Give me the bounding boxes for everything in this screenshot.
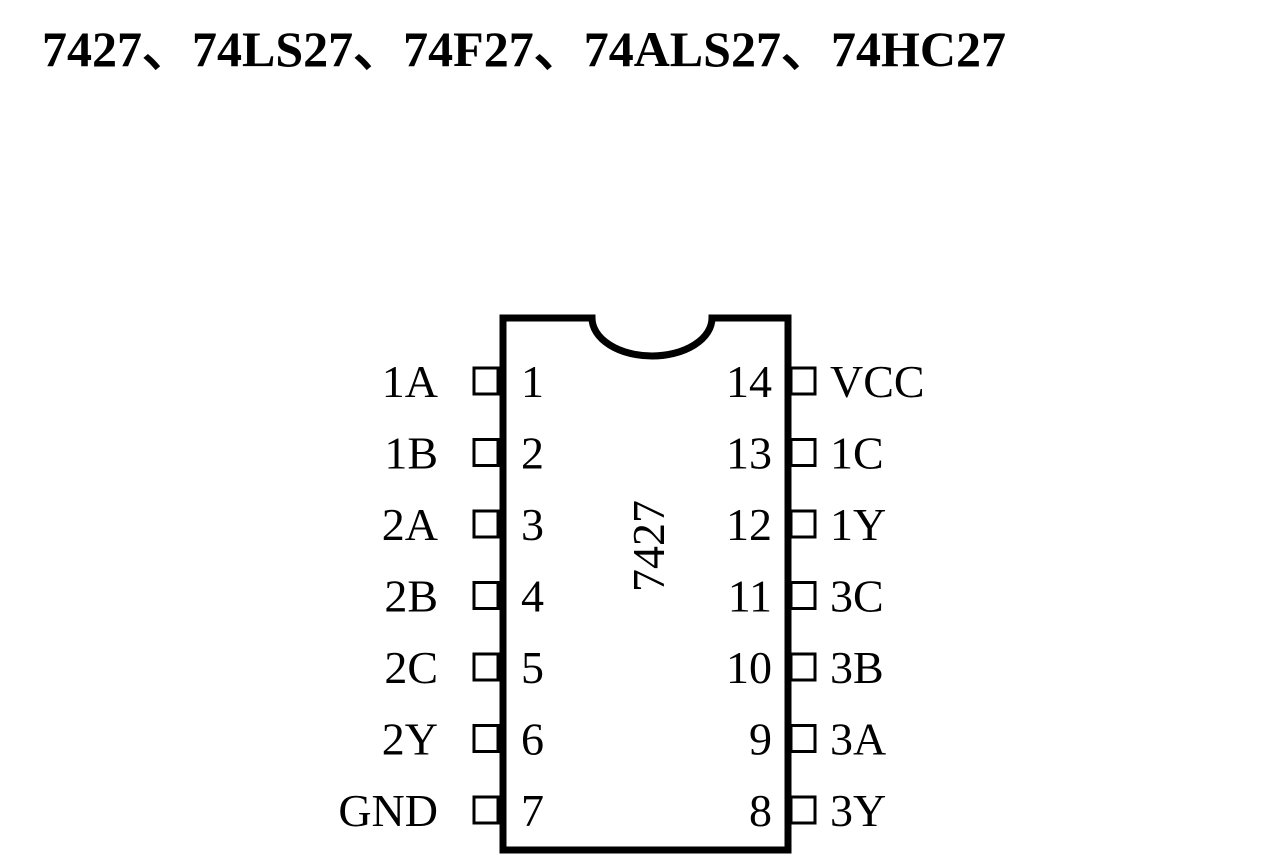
pin-pad xyxy=(472,366,500,396)
ic-package: 7427 xyxy=(499,314,792,854)
pin-row-11: 11 3C xyxy=(728,571,884,622)
pin-pad xyxy=(472,581,500,610)
chip-body xyxy=(499,314,792,854)
pin-number: 13 xyxy=(726,428,772,479)
pin-name: 3B xyxy=(830,642,884,693)
pin-number: 14 xyxy=(726,356,772,407)
pin-name: 1B xyxy=(384,428,438,479)
pin-number: 6 xyxy=(521,714,544,765)
pin-name: 3Y xyxy=(830,785,886,836)
pin-name: 2Y xyxy=(382,714,438,765)
pin-row-10: 10 3B xyxy=(726,642,884,693)
pin-name: GND xyxy=(338,785,438,836)
pin-pad xyxy=(472,795,500,825)
pin-pad xyxy=(789,509,817,539)
pin-number: 11 xyxy=(728,571,772,622)
pin-pad xyxy=(472,438,500,467)
pin-pad xyxy=(472,652,500,682)
pin-row-9: 9 3A xyxy=(749,714,886,765)
pin-row-14: 14 VCC xyxy=(726,356,925,407)
pin-row-4: 4 2B xyxy=(384,571,544,622)
pin-row-1: 1 1A xyxy=(382,356,544,407)
pin-pad xyxy=(789,724,817,753)
diagram-title: 7427、74LS27、74F27、74ALS27、74HC27 xyxy=(42,21,1006,77)
pin-number: 12 xyxy=(726,499,772,550)
pin-pad xyxy=(789,438,817,467)
pin-number: 3 xyxy=(521,499,544,550)
pin-pad xyxy=(789,581,817,610)
pin-number: 10 xyxy=(726,642,772,693)
pin-number: 7 xyxy=(521,785,544,836)
pin-name: 3C xyxy=(830,571,884,622)
pin-row-8: 8 3Y xyxy=(749,785,886,836)
pin-name: 1C xyxy=(830,428,884,479)
left-pins: 1 1A 2 1B 3 2A 4 2B 5 2C 6 2Y 7 GND xyxy=(338,356,544,836)
pin-pad xyxy=(789,795,817,825)
pin-row-2: 2 1B xyxy=(384,428,544,479)
pin-row-13: 13 1C xyxy=(726,428,884,479)
pin-name: 1Y xyxy=(830,499,886,550)
pin-name: 2A xyxy=(382,499,438,550)
pin-number: 5 xyxy=(521,642,544,693)
pin-name: VCC xyxy=(830,356,925,407)
pin-number: 2 xyxy=(521,428,544,479)
pin-number: 1 xyxy=(521,356,544,407)
pin-pad xyxy=(789,366,817,396)
pin-row-5: 5 2C xyxy=(384,642,544,693)
pin-name: 2B xyxy=(384,571,438,622)
pin-row-3: 3 2A xyxy=(382,499,544,550)
pin-number: 9 xyxy=(749,714,772,765)
pin-row-6: 6 2Y xyxy=(382,714,544,765)
chip-label: 7427 xyxy=(623,500,674,592)
pin-pad xyxy=(789,652,817,682)
pin-row-7: 7 GND xyxy=(338,785,544,836)
pin-row-12: 12 1Y xyxy=(726,499,886,550)
pin-pad xyxy=(472,509,500,539)
pin-pad xyxy=(472,724,500,753)
pin-name: 1A xyxy=(382,356,438,407)
right-pins: 14 VCC 13 1C 12 1Y 11 3C 10 3B 9 3A 8 3Y xyxy=(726,356,925,836)
pin-name: 2C xyxy=(384,642,438,693)
pin-number: 8 xyxy=(749,785,772,836)
pin-name: 3A xyxy=(830,714,886,765)
pin-number: 4 xyxy=(521,571,544,622)
